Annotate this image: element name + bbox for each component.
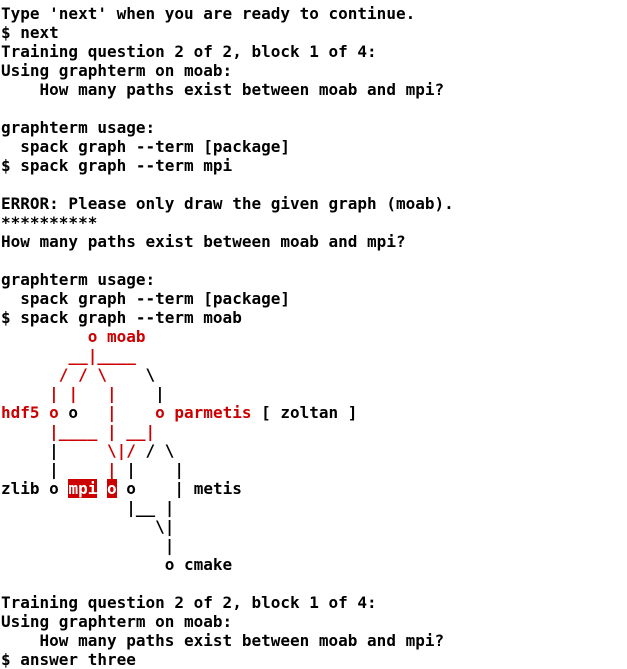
terminal-text: How many paths exist between moab and mp… <box>1 80 445 99</box>
terminal-line: $ spack graph --term moab <box>1 308 627 327</box>
terminal-text: \|/ <box>106 441 136 460</box>
terminal-text: Using graphterm on moab: <box>1 612 233 631</box>
terminal-text: o <box>58 403 107 422</box>
terminal-text: How many paths exist between moab and mp… <box>1 232 406 251</box>
terminal-text: $ spack graph --term mpi <box>1 156 233 175</box>
terminal-text: |__ | <box>1 498 175 517</box>
terminal-line: |__ | <box>1 498 627 517</box>
terminal-line: Using graphterm on moab: <box>1 61 627 80</box>
terminal-line: | \|/ / \ <box>1 441 627 460</box>
terminal-text: | <box>1 536 175 555</box>
terminal-line: Training question 2 of 2, block 1 of 4: <box>1 42 627 61</box>
terminal-text: |____ | __| <box>49 422 156 441</box>
terminal-line: Using graphterm on moab: <box>1 612 627 631</box>
terminal-line: $ answer three <box>1 650 627 669</box>
terminal-text: o moab <box>87 327 146 346</box>
terminal-text <box>1 346 68 365</box>
terminal-text: Training question 2 of 2, block 1 of 4: <box>1 42 377 61</box>
terminal-text: / / \ <box>58 365 107 384</box>
terminal-line: $ spack graph --term mpi <box>1 156 627 175</box>
terminal-text <box>1 384 49 403</box>
terminal-text: $ answer three <box>1 650 136 669</box>
terminal-output[interactable]: Type 'next' when you are ready to contin… <box>1 4 627 669</box>
terminal-text: hdf5 o <box>1 403 59 422</box>
terminal-line: hdf5 o o | o parmetis [ zoltan ] <box>1 403 627 422</box>
terminal-line: / / \ \ <box>1 365 627 384</box>
terminal-line: graphterm usage: <box>1 270 627 289</box>
terminal-text: | | <box>116 460 185 479</box>
terminal-line: o moab <box>1 327 627 346</box>
terminal-text: graphterm usage: <box>1 270 156 289</box>
terminal-line: graphterm usage: <box>1 118 627 137</box>
terminal-line <box>1 574 627 593</box>
terminal-line: spack graph --term [package] <box>1 137 627 156</box>
terminal-line: \| <box>1 517 627 536</box>
terminal-text <box>1 422 49 441</box>
terminal-line: |____ | __| <box>1 422 627 441</box>
terminal-text: spack graph --term [package] <box>1 289 290 308</box>
terminal-text: __|____ <box>68 346 136 365</box>
highlighted-node: o <box>106 479 117 498</box>
terminal-text: How many paths exist between moab and mp… <box>1 631 445 650</box>
terminal-text: o cmake <box>1 555 233 574</box>
terminal-text: [ zoltan ] <box>251 403 358 422</box>
terminal-text: zlib o <box>1 479 69 498</box>
highlighted-node: mpi <box>68 479 98 498</box>
terminal-text: ERROR: Please only draw the given graph … <box>1 194 454 213</box>
terminal-text: Type 'next' when you are ready to contin… <box>1 4 416 23</box>
terminal-text: | | <box>49 384 79 403</box>
terminal-text: | <box>1 441 107 460</box>
terminal-text: Training question 2 of 2, block 1 of 4: <box>1 593 377 612</box>
terminal-line: | | | | <box>1 384 627 403</box>
terminal-line: ERROR: Please only draw the given graph … <box>1 194 627 213</box>
terminal-line: | | | | <box>1 460 627 479</box>
terminal-line: $ next <box>1 23 627 42</box>
terminal-line: __|____ <box>1 346 627 365</box>
terminal-text: / \ <box>135 441 175 460</box>
terminal-text: ********** <box>1 213 98 232</box>
terminal-line <box>1 251 627 270</box>
terminal-line: How many paths exist between moab and mp… <box>1 80 627 99</box>
terminal-line <box>1 99 627 118</box>
terminal-line: How many paths exist between moab and mp… <box>1 631 627 650</box>
terminal-line: | <box>1 536 627 555</box>
terminal-line: zlib o mpi o o | metis <box>1 479 627 498</box>
terminal-text: \| <box>1 517 175 536</box>
terminal-line: Training question 2 of 2, block 1 of 4: <box>1 593 627 612</box>
terminal-text: graphterm usage: <box>1 118 156 137</box>
terminal-line <box>1 175 627 194</box>
terminal-text: | <box>106 403 117 422</box>
terminal-text: $ next <box>1 23 59 42</box>
terminal-text: \ <box>106 365 156 384</box>
terminal-text <box>97 479 107 498</box>
terminal-text: $ spack graph --term moab <box>1 308 242 327</box>
terminal-text: spack graph --term [package] <box>1 137 290 156</box>
terminal-text: o parmetis <box>116 403 252 422</box>
terminal-text: | <box>106 384 117 403</box>
terminal-text: | <box>116 384 165 403</box>
terminal-text: Using graphterm on moab: <box>1 61 233 80</box>
terminal-text <box>1 327 88 346</box>
terminal-text <box>1 365 59 384</box>
terminal-text <box>78 384 107 403</box>
terminal-line: o cmake <box>1 555 627 574</box>
terminal-line: Type 'next' when you are ready to contin… <box>1 4 627 23</box>
terminal-text: | <box>1 460 107 479</box>
terminal-line: ********** <box>1 213 627 232</box>
terminal-line: How many paths exist between moab and mp… <box>1 232 627 251</box>
terminal-line: spack graph --term [package] <box>1 289 627 308</box>
terminal-text: o | metis <box>116 479 242 498</box>
terminal-text: | <box>106 460 117 479</box>
